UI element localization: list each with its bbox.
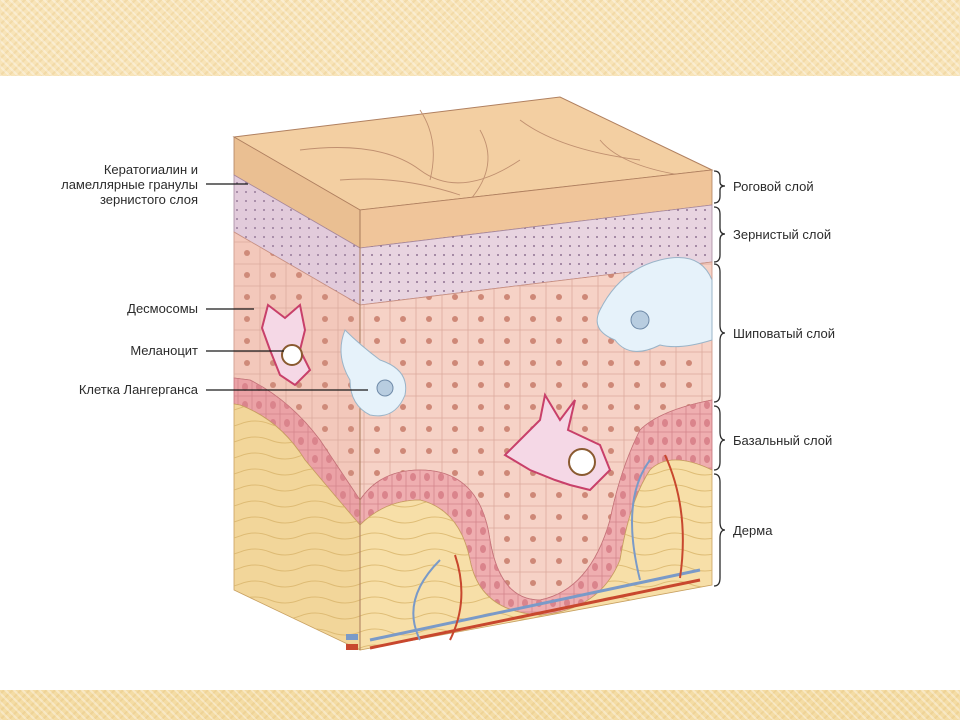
label-stratum-spinosum: Шиповатый слой [733,326,836,341]
artery-cross-section [346,644,358,650]
label-dermis: Дерма [733,523,773,538]
bottom-decor-band [0,690,960,720]
vessels [369,454,701,650]
label-stratum-granulosum: Зернистый слой [733,227,832,242]
leader-lines [206,183,368,391]
label-langerhans-text: Клетка Лангерганса [78,382,198,397]
label-stratum-corneum: Роговой слой [733,179,814,194]
label-keratohyalin-line1: Кератогиалин и [103,162,198,177]
corneum-surface-cracks [299,109,681,201]
label-melanocyte: Меланоцит [130,343,198,358]
layer-braces [713,170,726,587]
label-keratohyalin-line2: ламеллярные гранулы [61,177,198,192]
melanocyte-side [260,303,312,387]
label-melanocyte-text: Меланоцит [130,343,198,358]
label-keratohyalin-line3: зернистого слоя [99,192,198,207]
label-desmosomes-text: Десмосомы [127,301,198,316]
label-stratum-basale: Базальный слой [733,433,833,448]
label-desmosomes: Десмосомы [127,301,198,316]
top-decor-band [0,0,960,76]
label-langerhans: Клетка Лангерганса [79,382,198,397]
langerhans-cell-large [596,257,713,352]
label-keratohyalin: Кератогиалин и ламеллярные гранулы зерни… [61,162,198,207]
vein-cross-section [346,634,358,640]
